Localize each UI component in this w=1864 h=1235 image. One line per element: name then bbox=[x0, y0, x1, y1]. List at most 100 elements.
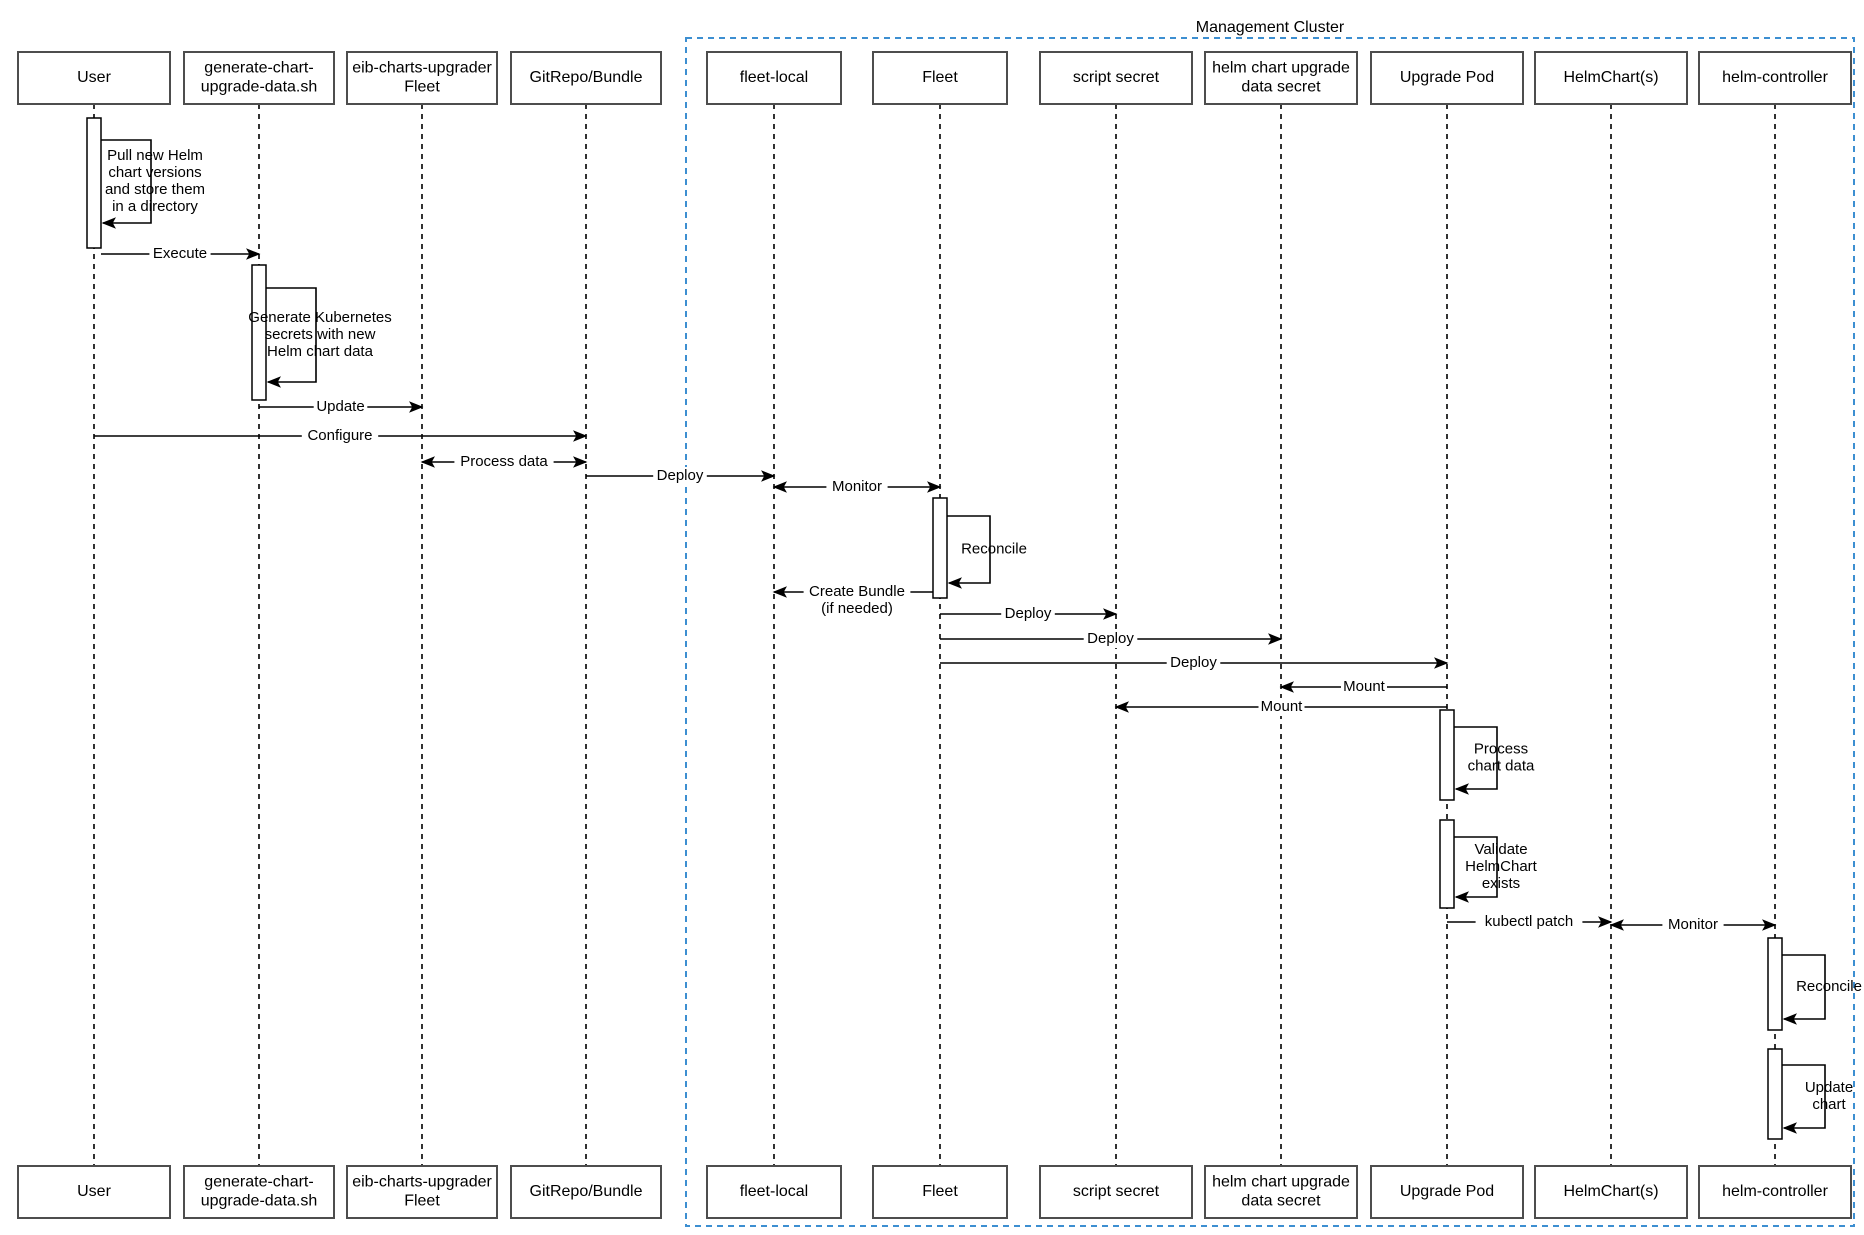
activation-user-act bbox=[86, 117, 102, 249]
svg-text:HelmChart(s): HelmChart(s) bbox=[1563, 69, 1658, 86]
svg-text:helm-controller: helm-controller bbox=[1722, 1183, 1828, 1200]
svg-text:Fleet: Fleet bbox=[922, 1183, 958, 1200]
footer-participant-fleet[interactable]: Fleet bbox=[872, 1165, 1008, 1219]
footer-participant-generate-script[interactable]: generate-chart-upgrade-data.sh bbox=[183, 1165, 335, 1219]
header-participant-script-secret[interactable]: script secret bbox=[1039, 51, 1193, 105]
message-kubectl-patch: kubectl patch bbox=[1447, 913, 1613, 931]
message-monitor-fleet: Monitor bbox=[772, 478, 942, 496]
svg-text:Reconcile: Reconcile bbox=[1796, 978, 1862, 995]
svg-text:Upgrade Pod: Upgrade Pod bbox=[1400, 69, 1494, 86]
message-label: Create Bundle(if needed) bbox=[809, 583, 905, 617]
lifelines bbox=[93, 104, 1776, 1166]
message-mount-script-secret: Mount bbox=[1114, 698, 1447, 716]
header-participant-upgrade-pod[interactable]: Upgrade Pod bbox=[1370, 51, 1524, 105]
message-configure: Configure bbox=[94, 427, 588, 445]
svg-text:script secret: script secret bbox=[1073, 1183, 1160, 1200]
message-label: Deploy bbox=[657, 467, 704, 484]
message-deploy-helm-data-secret: Deploy bbox=[940, 630, 1283, 648]
group-title: Management Cluster bbox=[1196, 19, 1345, 36]
svg-text:script secret: script secret bbox=[1073, 69, 1160, 86]
svg-text:fleet-local: fleet-local bbox=[740, 69, 808, 86]
footer-participant-user[interactable]: User bbox=[17, 1165, 171, 1219]
svg-text:HelmChart(s): HelmChart(s) bbox=[1563, 1183, 1658, 1200]
message-label: Update bbox=[316, 398, 364, 415]
message-label: Mount bbox=[1261, 698, 1304, 715]
message-label: Monitor bbox=[1668, 916, 1718, 933]
message-create-bundle: Create Bundle(if needed) bbox=[772, 583, 940, 617]
svg-text:Upgrade Pod: Upgrade Pod bbox=[1400, 1183, 1494, 1200]
message-label: Deploy bbox=[1005, 605, 1052, 622]
header-participant-fleet-local[interactable]: fleet-local bbox=[706, 51, 842, 105]
svg-text:User: User bbox=[77, 1183, 111, 1200]
svg-text:Fleet: Fleet bbox=[922, 69, 958, 86]
header-participant-helmchart[interactable]: HelmChart(s) bbox=[1534, 51, 1688, 105]
group-frames: Management Cluster bbox=[685, 19, 1855, 1227]
svg-text:GitRepo/Bundle: GitRepo/Bundle bbox=[530, 69, 643, 86]
message-label: Configure bbox=[307, 427, 372, 444]
activation-script-act bbox=[251, 264, 267, 401]
footer-participant-script-secret[interactable]: script secret bbox=[1039, 1165, 1193, 1219]
svg-text:GitRepo/Bundle: GitRepo/Bundle bbox=[530, 1183, 643, 1200]
footer-participant-upgrade-pod[interactable]: Upgrade Pod bbox=[1370, 1165, 1524, 1219]
activation-upgrade-pod-act-1 bbox=[1439, 709, 1455, 801]
message-deploy-script-secret: Deploy bbox=[940, 605, 1118, 623]
svg-text:Reconcile: Reconcile bbox=[961, 540, 1027, 557]
svg-text:generate-chart-upgrade-data.sh: generate-chart-upgrade-data.sh bbox=[201, 60, 318, 96]
activation-fleet-act bbox=[932, 497, 948, 599]
header-participant-helm-controller[interactable]: helm-controller bbox=[1698, 51, 1852, 105]
self-message-helm-controller-reconcile: Reconcile bbox=[1782, 954, 1862, 1025]
message-update: Update bbox=[259, 398, 424, 416]
message-mount-helm-data-secret: Mount bbox=[1279, 678, 1447, 696]
message-monitor-helmchart: Monitor bbox=[1609, 916, 1777, 934]
footer-participant-helm-controller[interactable]: helm-controller bbox=[1698, 1165, 1852, 1219]
message-label: kubectl patch bbox=[1485, 913, 1573, 930]
activations bbox=[86, 117, 1783, 1140]
participant-boxes: UserUsergenerate-chart-upgrade-data.shge… bbox=[17, 51, 1852, 1219]
group-management-cluster: Management Cluster bbox=[685, 19, 1855, 1227]
message-process-data: Process data bbox=[420, 453, 588, 471]
footer-participant-helmchart[interactable]: HelmChart(s) bbox=[1534, 1165, 1688, 1219]
header-participant-fleet[interactable]: Fleet bbox=[872, 51, 1008, 105]
message-label: Deploy bbox=[1170, 654, 1217, 671]
message-deploy-to-fleet-local: Deploy bbox=[586, 467, 776, 485]
footer-participant-fleet-local[interactable]: fleet-local bbox=[706, 1165, 842, 1219]
message-execute: Execute bbox=[101, 245, 261, 263]
message-label: Deploy bbox=[1087, 630, 1134, 647]
footer-participant-gitrepo-bundle[interactable]: GitRepo/Bundle bbox=[510, 1165, 662, 1219]
message-label: Mount bbox=[1343, 678, 1386, 695]
svg-text:fleet-local: fleet-local bbox=[740, 1183, 808, 1200]
message-label: Execute bbox=[153, 245, 207, 262]
message-deploy-upgrade-pod: Deploy bbox=[940, 654, 1449, 672]
header-participant-user[interactable]: User bbox=[17, 51, 171, 105]
svg-text:User: User bbox=[77, 69, 111, 86]
message-label: Monitor bbox=[832, 478, 882, 495]
message-label: Process data bbox=[460, 453, 548, 470]
svg-text:generate-chart-upgrade-data.sh: generate-chart-upgrade-data.sh bbox=[201, 1174, 318, 1210]
svg-text:helm-controller: helm-controller bbox=[1722, 69, 1828, 86]
header-participant-gitrepo-bundle[interactable]: GitRepo/Bundle bbox=[510, 51, 662, 105]
activation-helm-controller-act-1 bbox=[1767, 937, 1783, 1031]
header-participant-generate-script[interactable]: generate-chart-upgrade-data.sh bbox=[183, 51, 335, 105]
activation-helm-controller-act-2 bbox=[1767, 1048, 1783, 1140]
